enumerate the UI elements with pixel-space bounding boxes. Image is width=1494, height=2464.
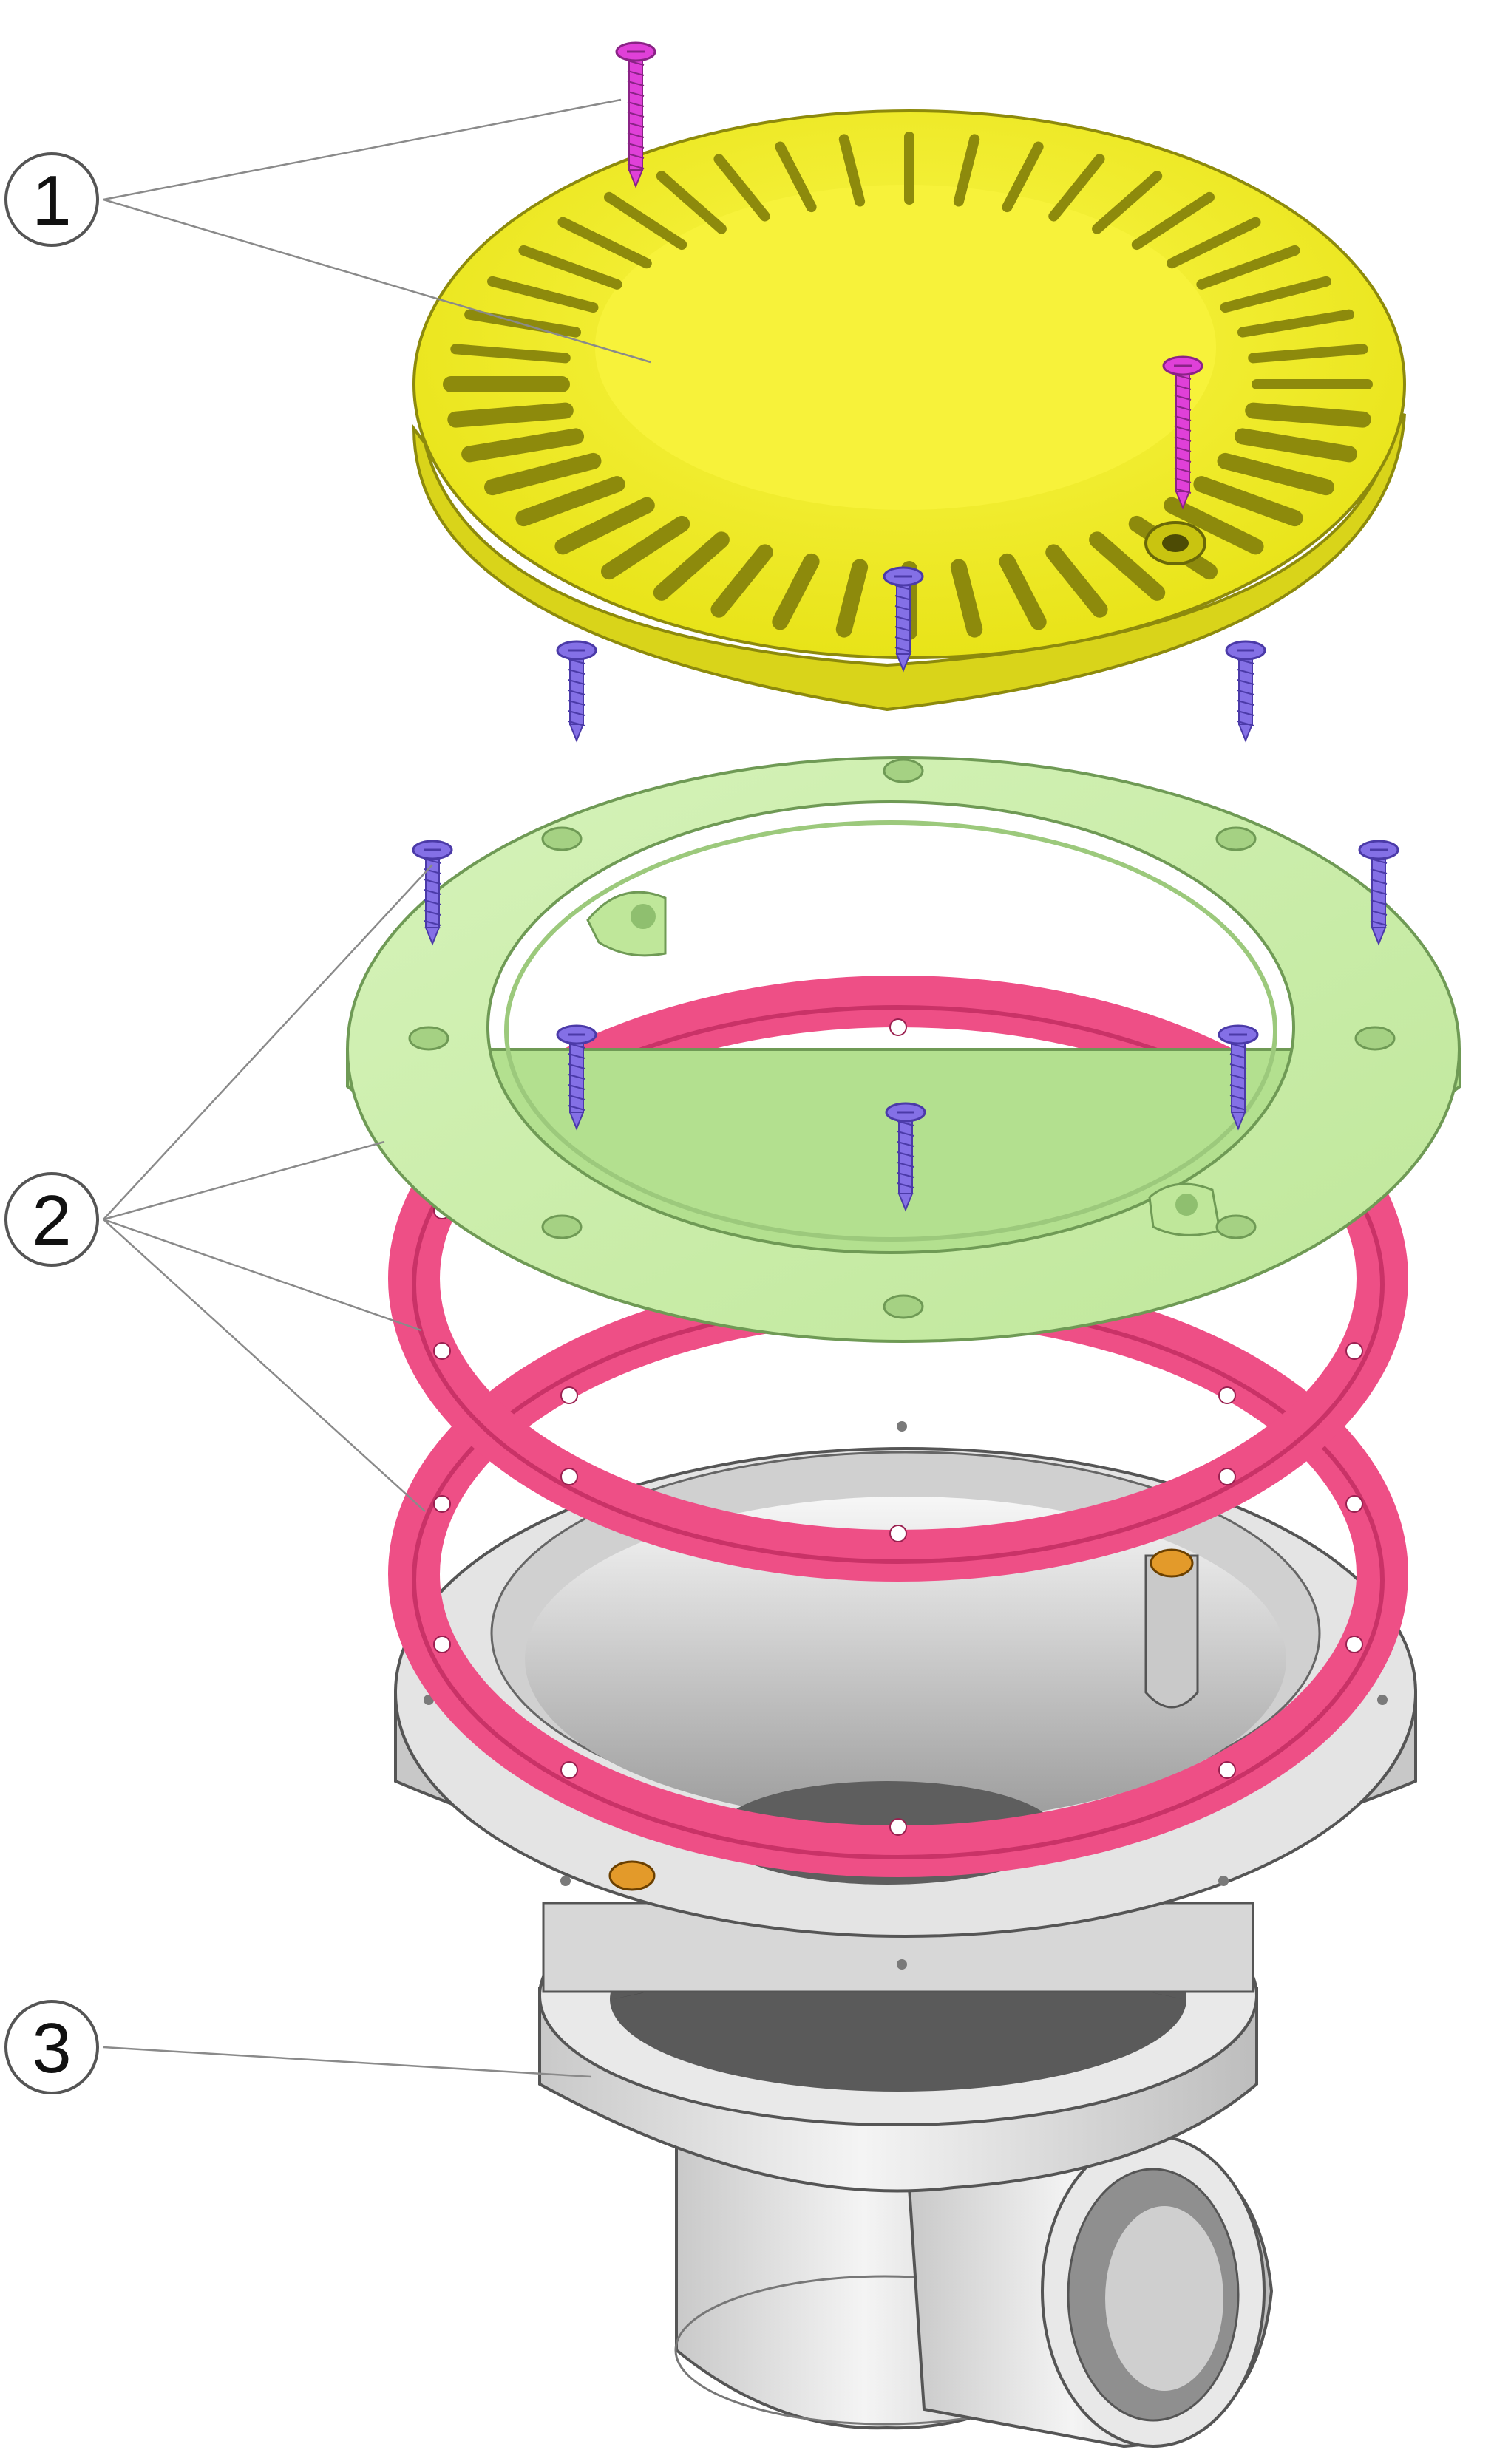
frame-lug-right-hole: [1175, 1194, 1198, 1216]
grate-slot: [1234, 428, 1357, 463]
frame-lug-left-hole: [631, 904, 656, 929]
grate-icon: [412, 109, 1406, 712]
grate-slot: [461, 428, 585, 463]
grate-slot: [953, 134, 980, 207]
grate-slot: [487, 276, 599, 313]
grate-slot: [656, 171, 727, 234]
screw-icon: [1225, 640, 1266, 743]
grate-slot: [600, 515, 690, 580]
body-screw-boss: [1144, 1554, 1199, 1709]
frame-lug-left: [586, 891, 667, 957]
grate-slot: [1048, 154, 1105, 222]
grate-slot: [554, 497, 655, 555]
grate-slot: [518, 245, 622, 290]
grate-slot: [1245, 402, 1371, 428]
grate-slot: [450, 344, 571, 364]
grate-slot: [447, 402, 574, 428]
screw-icon: [1218, 1024, 1259, 1131]
grate-slot: [1089, 531, 1166, 601]
screw-icon: [1358, 840, 1399, 946]
grate-slot: [1167, 217, 1261, 269]
grate-slot: [1045, 544, 1108, 618]
grate-slot: [653, 531, 730, 601]
grate-slot: [775, 141, 817, 213]
screw-icon: [883, 566, 924, 673]
grate-slot: [1131, 191, 1215, 251]
body-outlet-inner: [1105, 2206, 1223, 2391]
grate-slot: [1220, 276, 1331, 313]
screw-icon: [615, 41, 656, 188]
callout-circle: [4, 152, 99, 247]
grate-skirt: [412, 413, 1406, 712]
screw-icon: [556, 1024, 597, 1131]
body-insert-right: [1150, 1548, 1194, 1578]
grate-slot: [484, 452, 602, 496]
frame-ring-inner-lip: [504, 820, 1277, 1242]
frame-holes: [408, 758, 1396, 1319]
grate-slot: [1237, 309, 1354, 338]
screw-icon: [556, 640, 597, 743]
callout-3: 3: [4, 2000, 99, 2094]
grate-slot: [557, 217, 652, 269]
grate-slot: [772, 553, 820, 630]
grate-slot: [710, 544, 773, 618]
grate-slot: [999, 553, 1047, 630]
grate-slot: [1196, 245, 1300, 290]
grate-slot: [603, 191, 687, 251]
callout-circle: [4, 1172, 99, 1267]
grate-slot: [1217, 452, 1334, 496]
leader-lines: [103, 98, 651, 2078]
grate-slot: [1248, 344, 1368, 364]
grate-slot: [1193, 476, 1303, 527]
grate-slot: [713, 154, 770, 222]
body-flange-holes: [424, 1421, 1388, 1970]
screw-icon: [412, 840, 453, 946]
callout-2: 2: [4, 1172, 99, 1267]
frame-ring-icon: [345, 756, 1461, 1343]
screw-icon: [1162, 355, 1203, 510]
grate-slot: [1002, 141, 1044, 213]
callout-circle: [4, 2000, 99, 2094]
callout-number: 2: [32, 1181, 71, 1260]
callout-1: 1: [4, 152, 99, 247]
body-bowl: [525, 1497, 1286, 1822]
screw-icon: [412, 41, 1399, 1212]
grate-center: [595, 185, 1216, 510]
grate-screw-hole-inner: [1162, 534, 1189, 552]
grate-slot: [1164, 497, 1264, 555]
screw-icon: [885, 1102, 926, 1212]
grate-slot: [1092, 171, 1163, 234]
grate-slot: [838, 134, 866, 207]
gasket-upper-edge: [412, 1005, 1385, 1564]
grate-slot: [950, 559, 983, 638]
callout-number: 1: [32, 161, 71, 240]
callout-number: 3: [32, 2009, 71, 2088]
grate-slot: [835, 559, 869, 638]
body-insert-left: [608, 1860, 656, 1891]
grate-slot: [515, 476, 625, 527]
